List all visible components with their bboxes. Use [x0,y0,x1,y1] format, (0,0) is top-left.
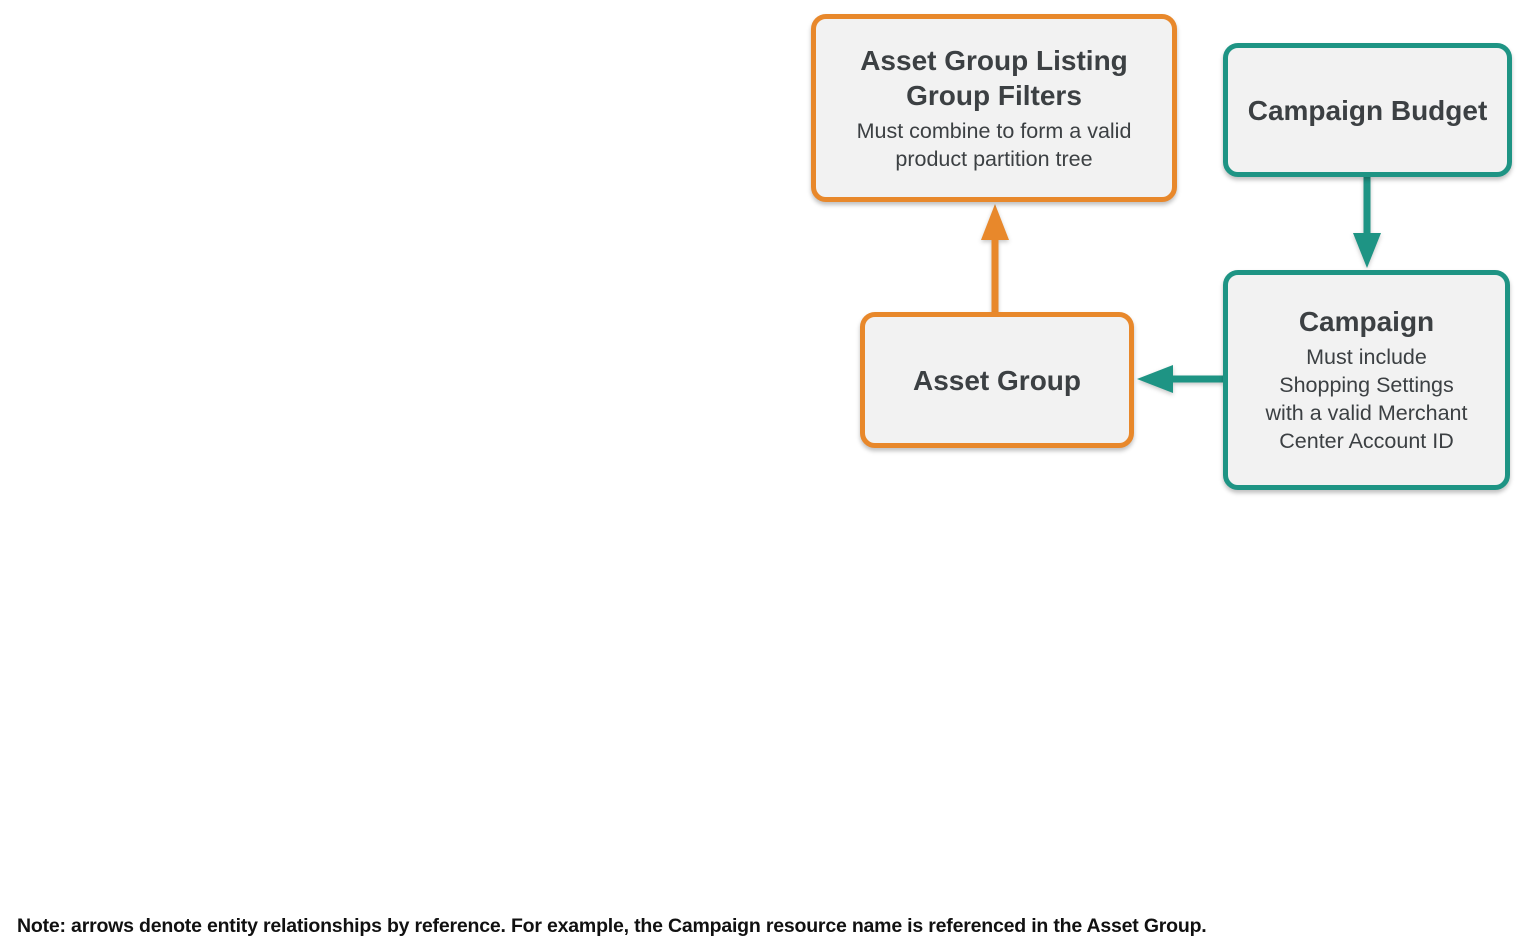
node-asset-group-listing-group-filters: Asset Group Listing Group Filters Must c… [811,14,1177,202]
node-campaign: Campaign Must include Shopping Settings … [1223,270,1510,490]
node-title: Campaign Budget [1247,94,1488,126]
node-asset-group: Asset Group [860,312,1134,448]
node-campaign-budget: Campaign Budget [1223,43,1512,177]
node-subtitle: Must combine to form a valid product par… [856,118,1132,171]
arrow-campaign-budget-to-campaign [1353,176,1381,268]
node-subtitle: Must include Shopping Settings with a va… [1265,345,1468,453]
arrow-asset-group-to-listing-filters [981,204,1009,313]
footnote: Note: arrows denote entity relationships… [17,915,1207,937]
node-title: Asset Group [912,364,1082,396]
node-title: Campaign [1298,306,1435,338]
node-title: Asset Group Listing Group Filters [860,44,1128,111]
arrow-campaign-to-asset-group [1137,365,1224,393]
